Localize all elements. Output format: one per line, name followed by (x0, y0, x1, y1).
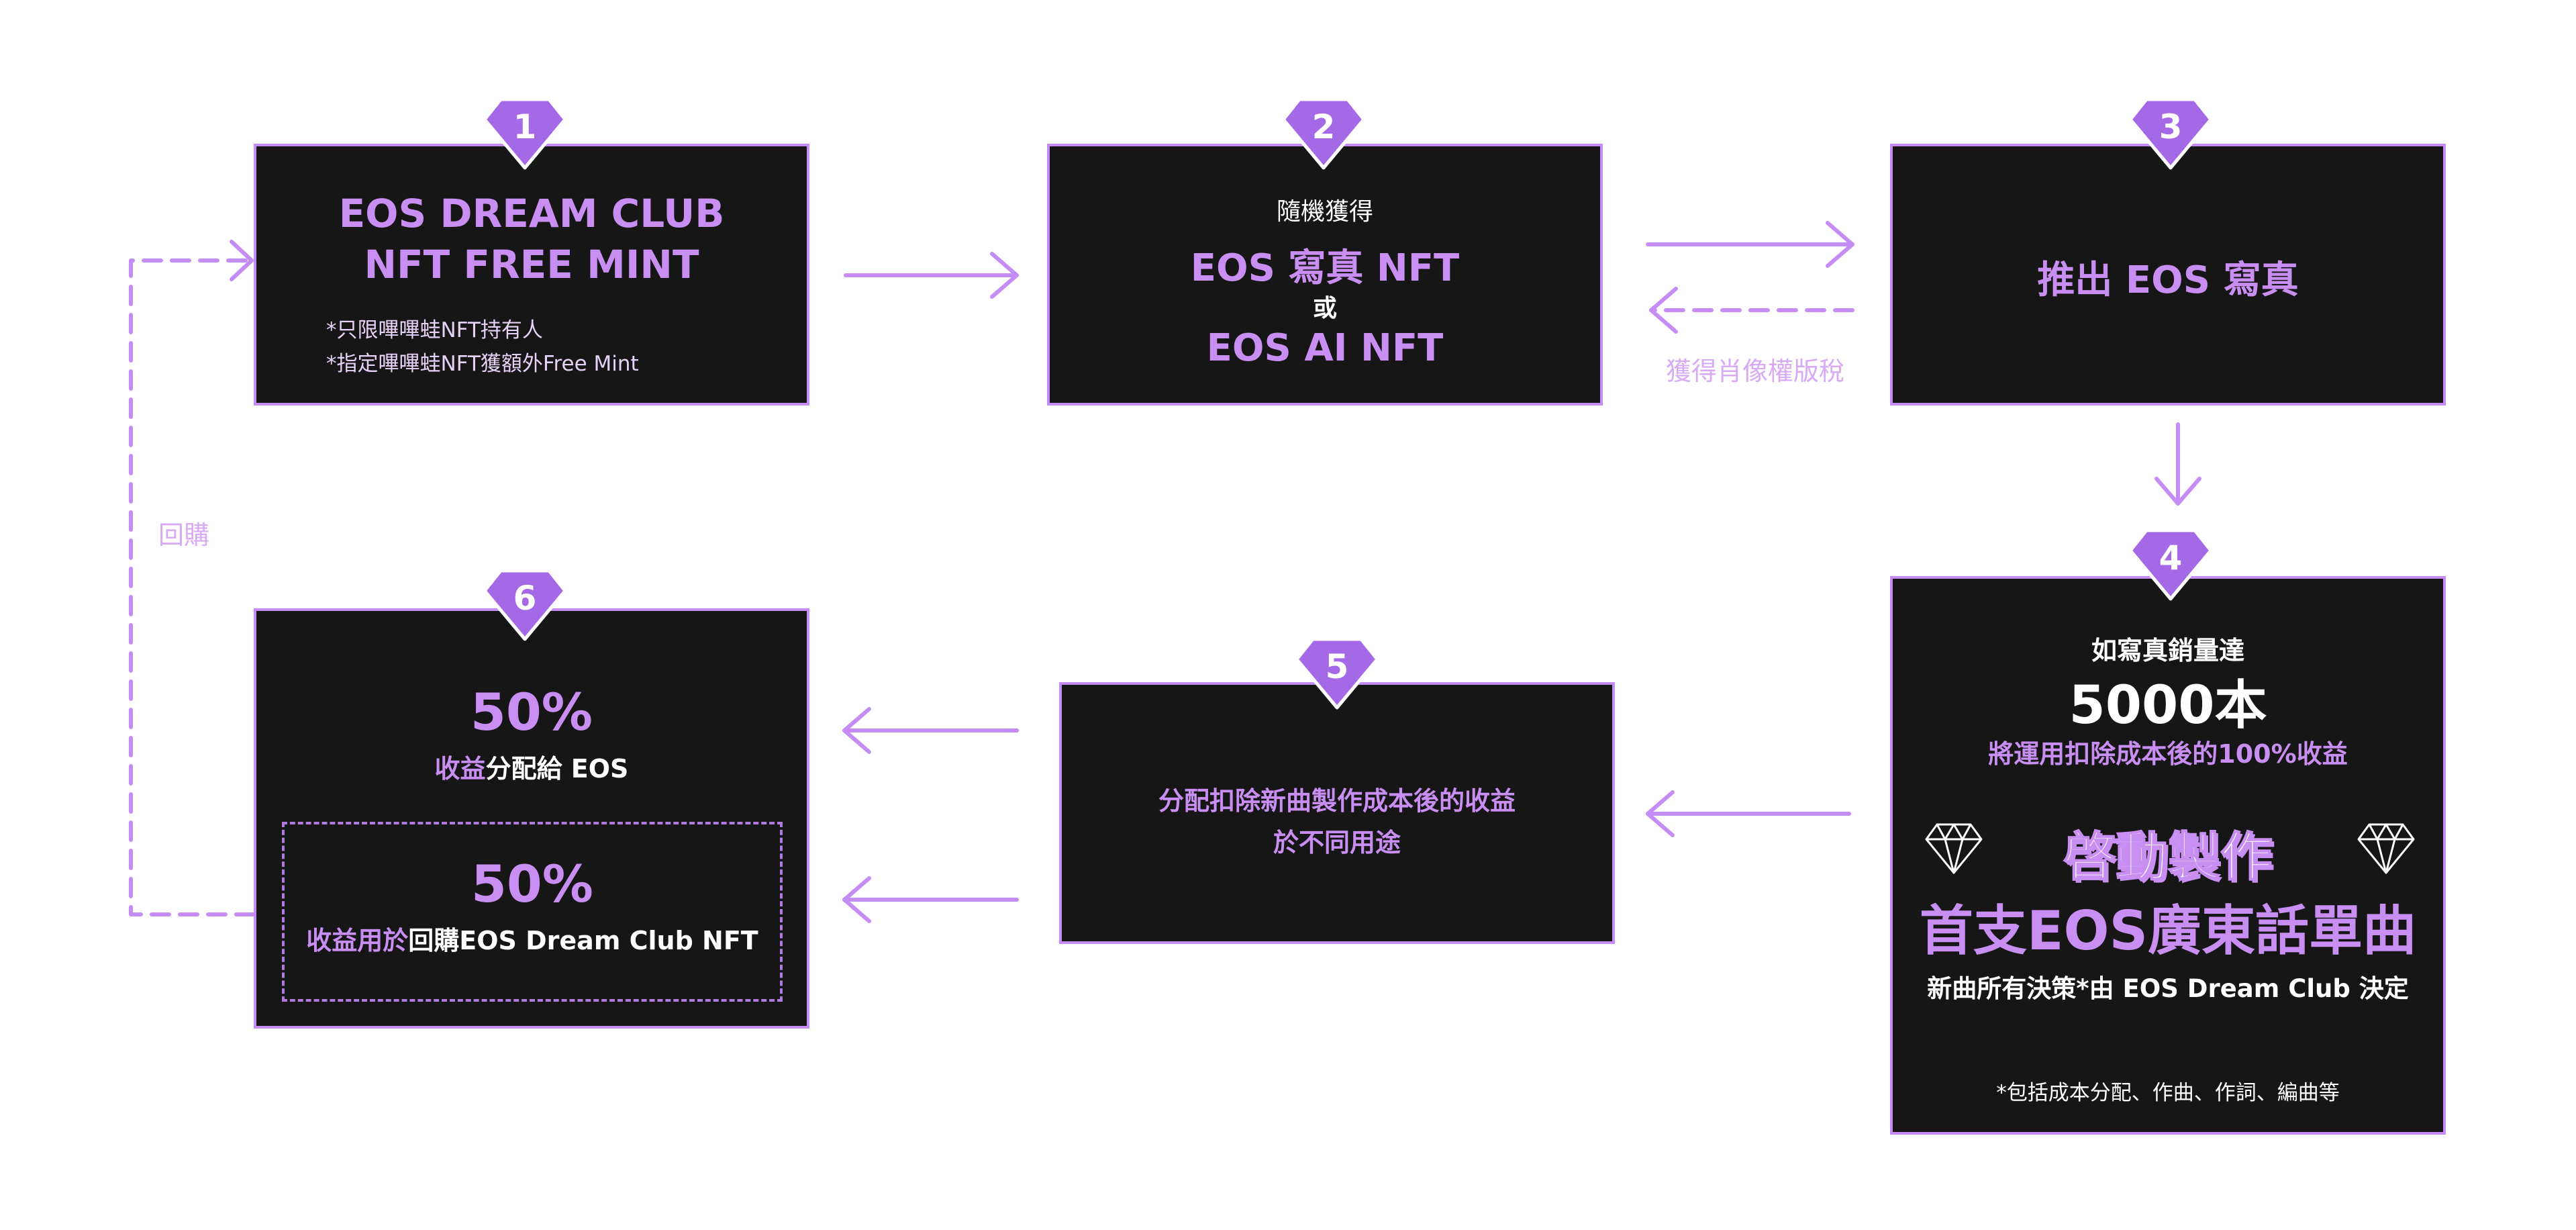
step-6-buyback-frame: 50% 收益用於回購EOS Dream Club NFT (282, 822, 783, 1002)
step-1-note2: *指定嗶嗶蛙NFT獲額外Free Mint (326, 352, 639, 376)
step-3-title: 推出 EOS 寫真 (2037, 258, 2299, 302)
step-4-line1: 如寫真銷量達 (2091, 636, 2244, 665)
step-1-box: EOS DREAM CLUB NFT FREE MINT *只限嗶嗶蛙NFT持有… (254, 144, 809, 406)
step-3-badge: 3 (2128, 97, 2214, 171)
step-1-note1: *只限嗶嗶蛙NFT持有人 (326, 318, 543, 342)
step-6-desc2-a: 收益用於 (306, 926, 409, 955)
arrow-buyback-loop (129, 258, 284, 916)
step-6-badge: 6 (482, 568, 568, 642)
step-2-badge: 2 (1281, 97, 1367, 171)
step-4-footnote: *包括成本分配、作曲、作詞、編曲等 (1996, 1081, 2340, 1105)
step-4-badge-number: 4 (2159, 538, 2183, 577)
step-6-desc1-b: 分配給 EOS (485, 754, 629, 784)
step-6-desc2-b: 回購EOS Dream Club NFT (408, 926, 758, 955)
step-3-box: 推出 EOS 寫真 (1890, 144, 2446, 406)
step-1-badge-number: 1 (513, 107, 537, 146)
step-2-or: 或 (1312, 295, 1337, 322)
step-4-big: 5000本 (2069, 675, 2267, 736)
step-6-desc1: 收益分配給 EOS (256, 748, 807, 785)
step-5-box: 分配扣除新曲製作成本後的收益 於不同用途 (1059, 682, 1615, 944)
step-2-top: 隨機獲得 (1276, 198, 1373, 226)
step-6-pct1: 50% (470, 682, 593, 742)
step-4-launch: 啓動製作 (2063, 826, 2273, 888)
step-4-badge: 4 (2128, 528, 2214, 602)
step-2-line1: EOS 寫真 NFT (1190, 246, 1460, 290)
step-5-line2: 於不同用途 (1273, 828, 1401, 857)
step-2-line2: EOS AI NFT (1206, 326, 1444, 370)
step-5-badge-number: 5 (1326, 647, 1349, 686)
step-1-title-line1: EOS DREAM CLUB (338, 191, 725, 236)
step-4-decide: 新曲所有決策*由 EOS Dream Club 決定 (1927, 974, 2409, 1003)
step-3-badge-number: 3 (2159, 107, 2183, 146)
step-2-badge-number: 2 (1312, 107, 1336, 146)
step-6-box: 50% 收益分配給 EOS 50% 收益用於回購EOS Dream Club N… (254, 608, 809, 1029)
step-6-badge-number: 6 (513, 579, 537, 618)
step-4-line2: 將運用扣除成本後的100%收益 (1988, 739, 2348, 769)
step-5-badge: 5 (1294, 636, 1380, 710)
step-4-box: 如寫真銷量達 5000本 將運用扣除成本後的100%收益 啓動製作 首支EOS廣… (1890, 576, 2446, 1135)
step-6-pct2: 50% (471, 854, 593, 914)
step-1-title-line2: NFT FREE MINT (364, 242, 699, 287)
step-1-badge: 1 (482, 97, 568, 171)
step-2-box: 隨機獲得 EOS 寫真 NFT 或 EOS AI NFT (1047, 144, 1603, 406)
diamond-icon-left (1924, 822, 1984, 876)
royalty-label: 獲得肖像權版稅 (1666, 357, 1845, 386)
buyback-label: 回購 (158, 520, 210, 550)
step-4-song: 首支EOS廣東話單曲 (1919, 900, 2417, 962)
step-6-desc2: 收益用於回購EOS Dream Club NFT (285, 920, 780, 957)
diamond-icon-right (2356, 822, 2416, 876)
step-6-desc1-a: 收益 (434, 754, 486, 784)
step-5-line1: 分配扣除新曲製作成本後的收益 (1158, 786, 1516, 816)
